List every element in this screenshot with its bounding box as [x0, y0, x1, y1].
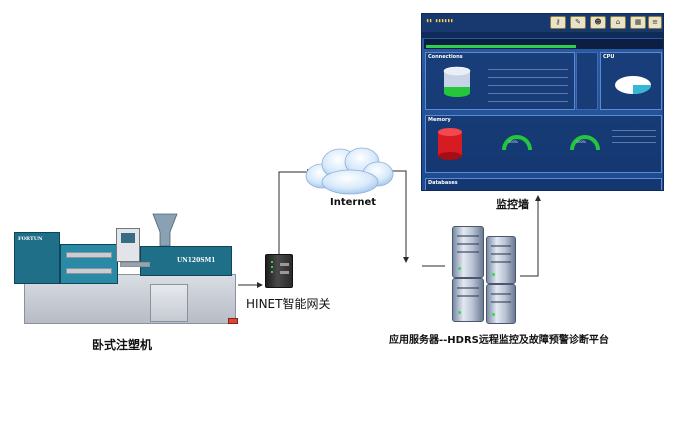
panel-connections: Connections — [425, 52, 575, 110]
internet-cloud-icon — [305, 147, 394, 195]
cpu-pie-icon — [615, 76, 651, 94]
toolbar-home-icon: ⌂ — [610, 16, 626, 29]
toolbar-grid-icon: ▦ — [630, 16, 646, 29]
panel-databases: Databases — [425, 178, 662, 190]
machine-cable-plug — [228, 318, 238, 324]
server-unit-top-left — [452, 226, 484, 278]
toolbar-key-icon: ⚷ — [550, 16, 566, 29]
memory-gauge-1-value: 100% — [508, 140, 519, 144]
label-internet: Internet — [330, 197, 377, 208]
panel-cpu-title: CPU — [603, 54, 615, 60]
machine-door — [150, 284, 188, 322]
memory-gauge-2-icon — [570, 135, 600, 151]
memory-gauge-1-icon — [502, 135, 532, 151]
machine-brand-plate: FORTUN — [18, 236, 43, 242]
panel-connections-title: Connections — [428, 54, 463, 60]
hinet-gateway-icon — [265, 254, 293, 288]
monitor-performance-strip — [424, 39, 663, 49]
panel-cpu: CPU — [600, 52, 662, 110]
panel-databases-title: Databases — [428, 180, 458, 186]
server-unit-bottom-left — [452, 278, 484, 322]
machine-injection-unit: UN120SM1 — [140, 246, 232, 276]
panel-memory-title: Memory — [428, 117, 451, 123]
toolbar-people-icon: ☻ — [590, 16, 606, 29]
server-unit-bottom-right — [486, 284, 516, 324]
monitor-tabstrip — [422, 32, 663, 38]
monitoring-wall-screen: ▮▮ ▮▮▮▮▮▮ ⚷ ✎ ☻ ⌂ ▦ ≡ Connections — [421, 13, 664, 191]
panel-cpu-side — [576, 52, 598, 110]
panel-memory: Memory 100% 100% — [425, 115, 662, 173]
monitor-topbar-readout: ▮▮ ▮▮▮▮▮▮ — [426, 18, 454, 24]
toolbar-tool-icon: ✎ — [570, 16, 586, 29]
machine-clamp-unit — [60, 244, 118, 284]
machine-control-panel — [116, 228, 140, 262]
label-application-server: 应用服务器--HDRS远程监控及故障预警诊断平台 — [389, 335, 609, 346]
machine-model-plate: UN120SM1 — [177, 257, 216, 264]
machine-left-cabinet: FORTUN — [14, 232, 60, 284]
machine-hopper-icon — [152, 213, 178, 246]
label-gateway: HINET智能网关 — [246, 297, 331, 311]
monitor-topbar: ▮▮ ▮▮▮▮▮▮ ⚷ ✎ ☻ ⌂ ▦ ≡ — [422, 14, 663, 32]
connections-cylinder-icon — [443, 66, 471, 97]
toolbar-more-icon: ≡ — [648, 16, 662, 29]
machine-tie-bar-top — [66, 252, 112, 258]
memory-cylinder-icon — [438, 128, 462, 160]
label-monitoring-wall: 监控墙 — [496, 198, 529, 211]
line-cloud-to-server — [388, 170, 409, 263]
machine-barrel — [120, 262, 150, 267]
line-server-up-to-wall — [520, 195, 541, 277]
line-gateway-to-cloud — [278, 169, 313, 254]
machine-tie-bar-bottom — [66, 268, 112, 274]
label-machine: 卧式注塑机 — [92, 338, 153, 352]
memory-gauge-2-value: 100% — [576, 140, 587, 144]
server-unit-top-right — [486, 236, 516, 284]
